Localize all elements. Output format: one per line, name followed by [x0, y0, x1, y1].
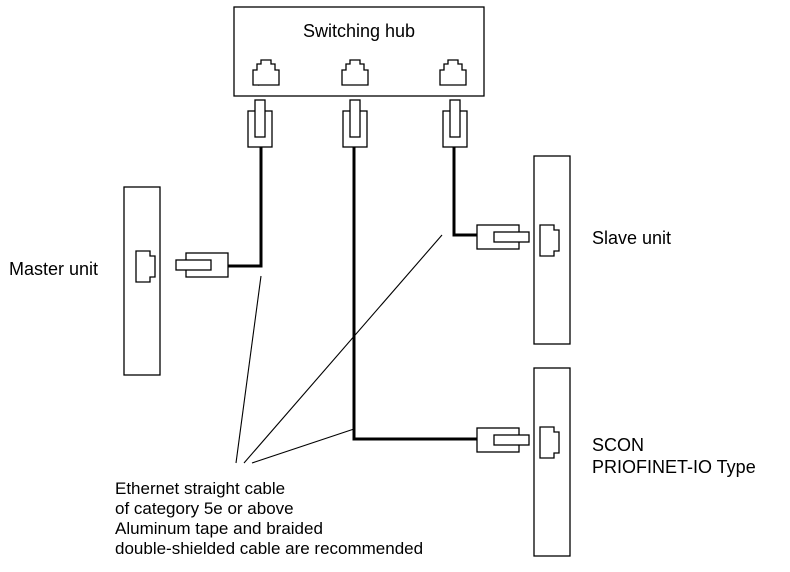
cable-note-line1: Ethernet straight cable	[115, 479, 286, 498]
switching-hub-label: Switching hub	[302, 21, 416, 41]
leader-line-scon-cable	[251, 428, 355, 464]
leader-line-master-cable	[235, 275, 262, 464]
slave-port-icon	[539, 224, 560, 257]
scon-port-icon	[539, 426, 560, 459]
cable-scon-to-hub	[352, 147, 477, 441]
cable-note-line4: double-shielded cable are recommended	[115, 539, 424, 558]
scon-unit-box	[533, 367, 571, 557]
cable-note-line3: Aluminum tape and braided	[115, 519, 323, 538]
slave-plug-icon	[476, 224, 530, 250]
hub-port-1-icon	[252, 59, 280, 86]
master-unit-label: Master unit	[9, 259, 99, 279]
hub-plug-3-icon	[442, 99, 468, 148]
scon-label-line1: SCON	[592, 435, 645, 455]
scon-label-line2: PRIOFINET-IO Type	[592, 457, 756, 477]
scon-plug-icon	[476, 427, 530, 453]
hub-plug-2-icon	[342, 99, 368, 148]
master-port-icon	[135, 250, 156, 283]
cable-note-line2: of category 5e or above	[115, 499, 294, 518]
hub-plug-1-icon	[247, 99, 273, 148]
leader-line-slave-cable	[243, 234, 443, 464]
slave-unit-label: Slave unit	[592, 228, 672, 248]
master-plug-icon	[175, 252, 229, 278]
hub-port-3-icon	[439, 59, 467, 86]
hub-port-2-icon	[341, 59, 369, 86]
cable-master-to-hub	[228, 147, 263, 268]
cable-slave-to-hub	[452, 147, 477, 237]
